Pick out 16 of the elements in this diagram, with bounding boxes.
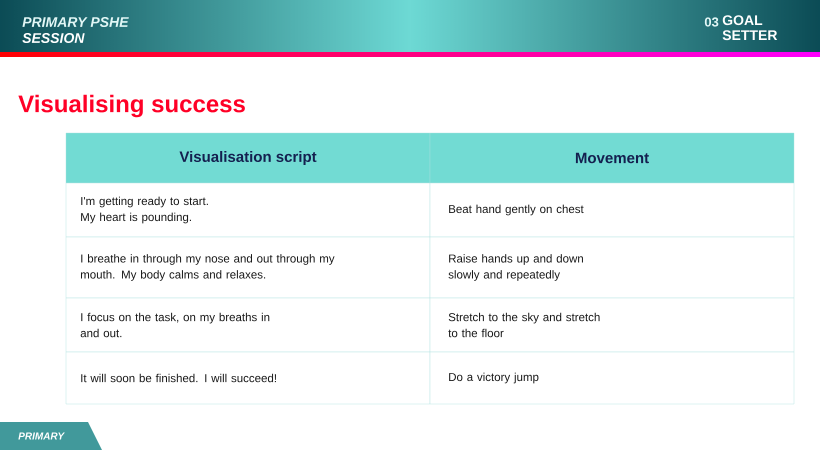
footer-label: PRIMARY <box>18 432 65 440</box>
header-text: SESSION <box>22 33 85 43</box>
title: Visualising success <box>18 94 245 118</box>
header-text: PRIMARY PSHE <box>22 17 129 27</box>
table-cell: Raise hands up and down slowly and repeatedly <box>430 236 794 298</box>
table-header-cell: Movement <box>430 132 794 184</box>
session-number: 03 <box>704 17 718 27</box>
table-cell: I focus on the task, on my breaths in and out. <box>66 298 430 352</box>
table-cell: Beat hand gently on chest <box>430 182 794 238</box>
table-cell: Do a victory jump <box>430 352 794 404</box>
table-cell: I breathe in through my nose and out through my mouth. My body calms and relaxes. <box>66 236 430 298</box>
table-cell: It will soon be finished. I will succeed! <box>66 352 430 404</box>
table-cell: Stretch to the sky and stretch to the floor <box>430 298 794 352</box>
table-header-cell: Visualisation script <box>66 132 430 184</box>
header-text: GOAL SETTER <box>722 15 778 40</box>
table-cell: I'm getting ready to start. My heart is pounding. <box>66 182 430 238</box>
